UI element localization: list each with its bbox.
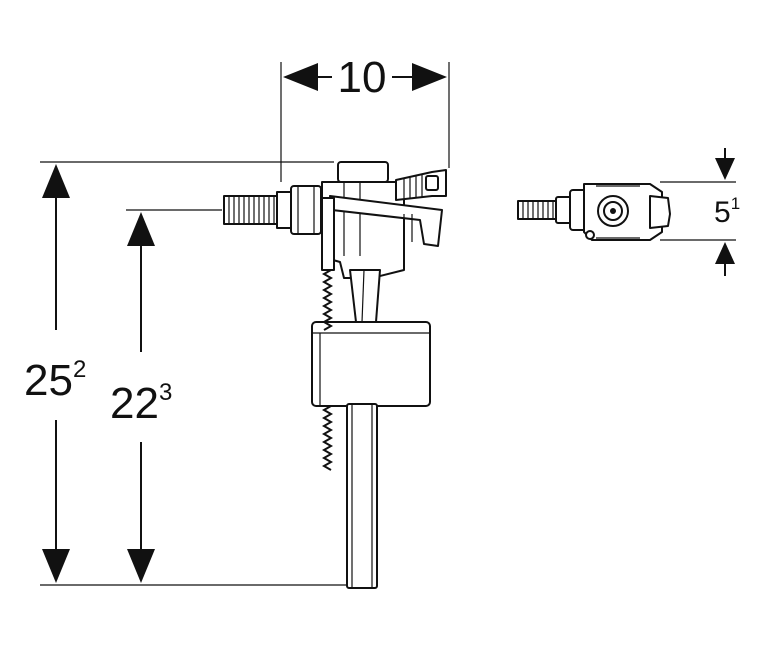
fill-valve-top-view [517, 183, 671, 241]
inlet-threads [228, 196, 275, 224]
arrow-left-icon [283, 63, 318, 91]
overall-height-value: 252 [24, 356, 86, 405]
width-value: 10 [338, 53, 387, 102]
arrow-up-icon [715, 242, 735, 264]
arrow-down-icon [127, 549, 155, 583]
arrow-up-icon [127, 212, 155, 246]
inlet-threads [522, 201, 554, 219]
inlet-height-dimension: 223 [110, 209, 222, 583]
depth-value: 51 [714, 194, 740, 229]
depth-dimension: 51 [660, 148, 740, 276]
arrow-up-icon [42, 164, 70, 198]
spring [321, 269, 334, 471]
arrow-right-icon [412, 63, 447, 91]
arrow-down-icon [715, 158, 735, 180]
overall-height-dimension: 252 [24, 161, 346, 586]
fill-valve-side-view [223, 161, 447, 589]
inlet-height-value: 223 [110, 379, 172, 428]
arrow-down-icon [42, 549, 70, 583]
width-dimension: 10 [280, 53, 450, 182]
